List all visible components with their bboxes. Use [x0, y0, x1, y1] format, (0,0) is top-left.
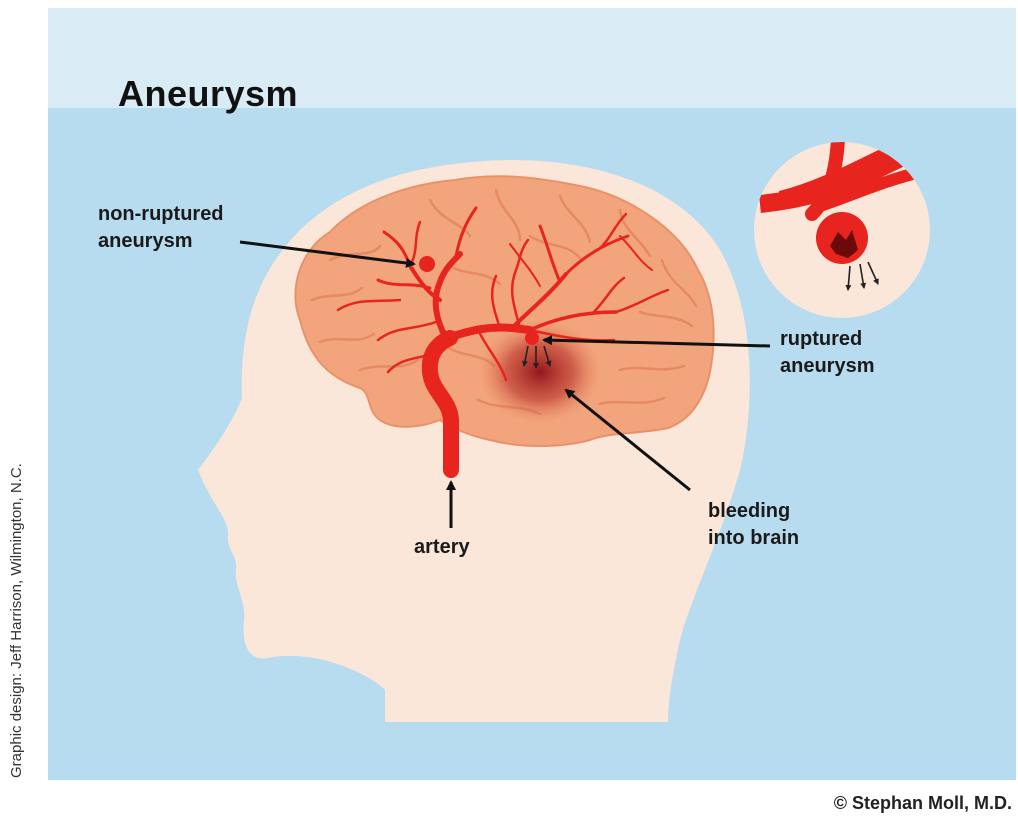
label-non-ruptured-line1: non-ruptured	[98, 201, 224, 228]
label-artery: artery	[414, 534, 470, 561]
label-ruptured-line1: ruptured	[780, 326, 875, 353]
label-bleeding-line2: into brain	[708, 525, 799, 552]
ruptured-aneurysm-bulb	[525, 331, 539, 345]
label-bleeding-into-brain: bleeding into brain	[708, 498, 799, 552]
bleeding-area	[478, 320, 602, 424]
diagram-title: Aneurysm	[118, 73, 298, 115]
inset-magnified-view	[754, 124, 940, 318]
copyright-credit: © Stephan Moll, M.D.	[834, 793, 1012, 814]
graphic-design-credit: Graphic design: Jeff Harrison, Wilmingto…	[8, 338, 25, 778]
label-non-ruptured-aneurysm: non-ruptured aneurysm	[98, 201, 224, 255]
label-ruptured-line2: aneurysm	[780, 353, 875, 380]
label-ruptured-aneurysm: ruptured aneurysm	[780, 326, 875, 380]
non-ruptured-aneurysm-bulb	[419, 256, 435, 272]
label-non-ruptured-line2: aneurysm	[98, 228, 224, 255]
label-bleeding-line1: bleeding	[708, 498, 799, 525]
